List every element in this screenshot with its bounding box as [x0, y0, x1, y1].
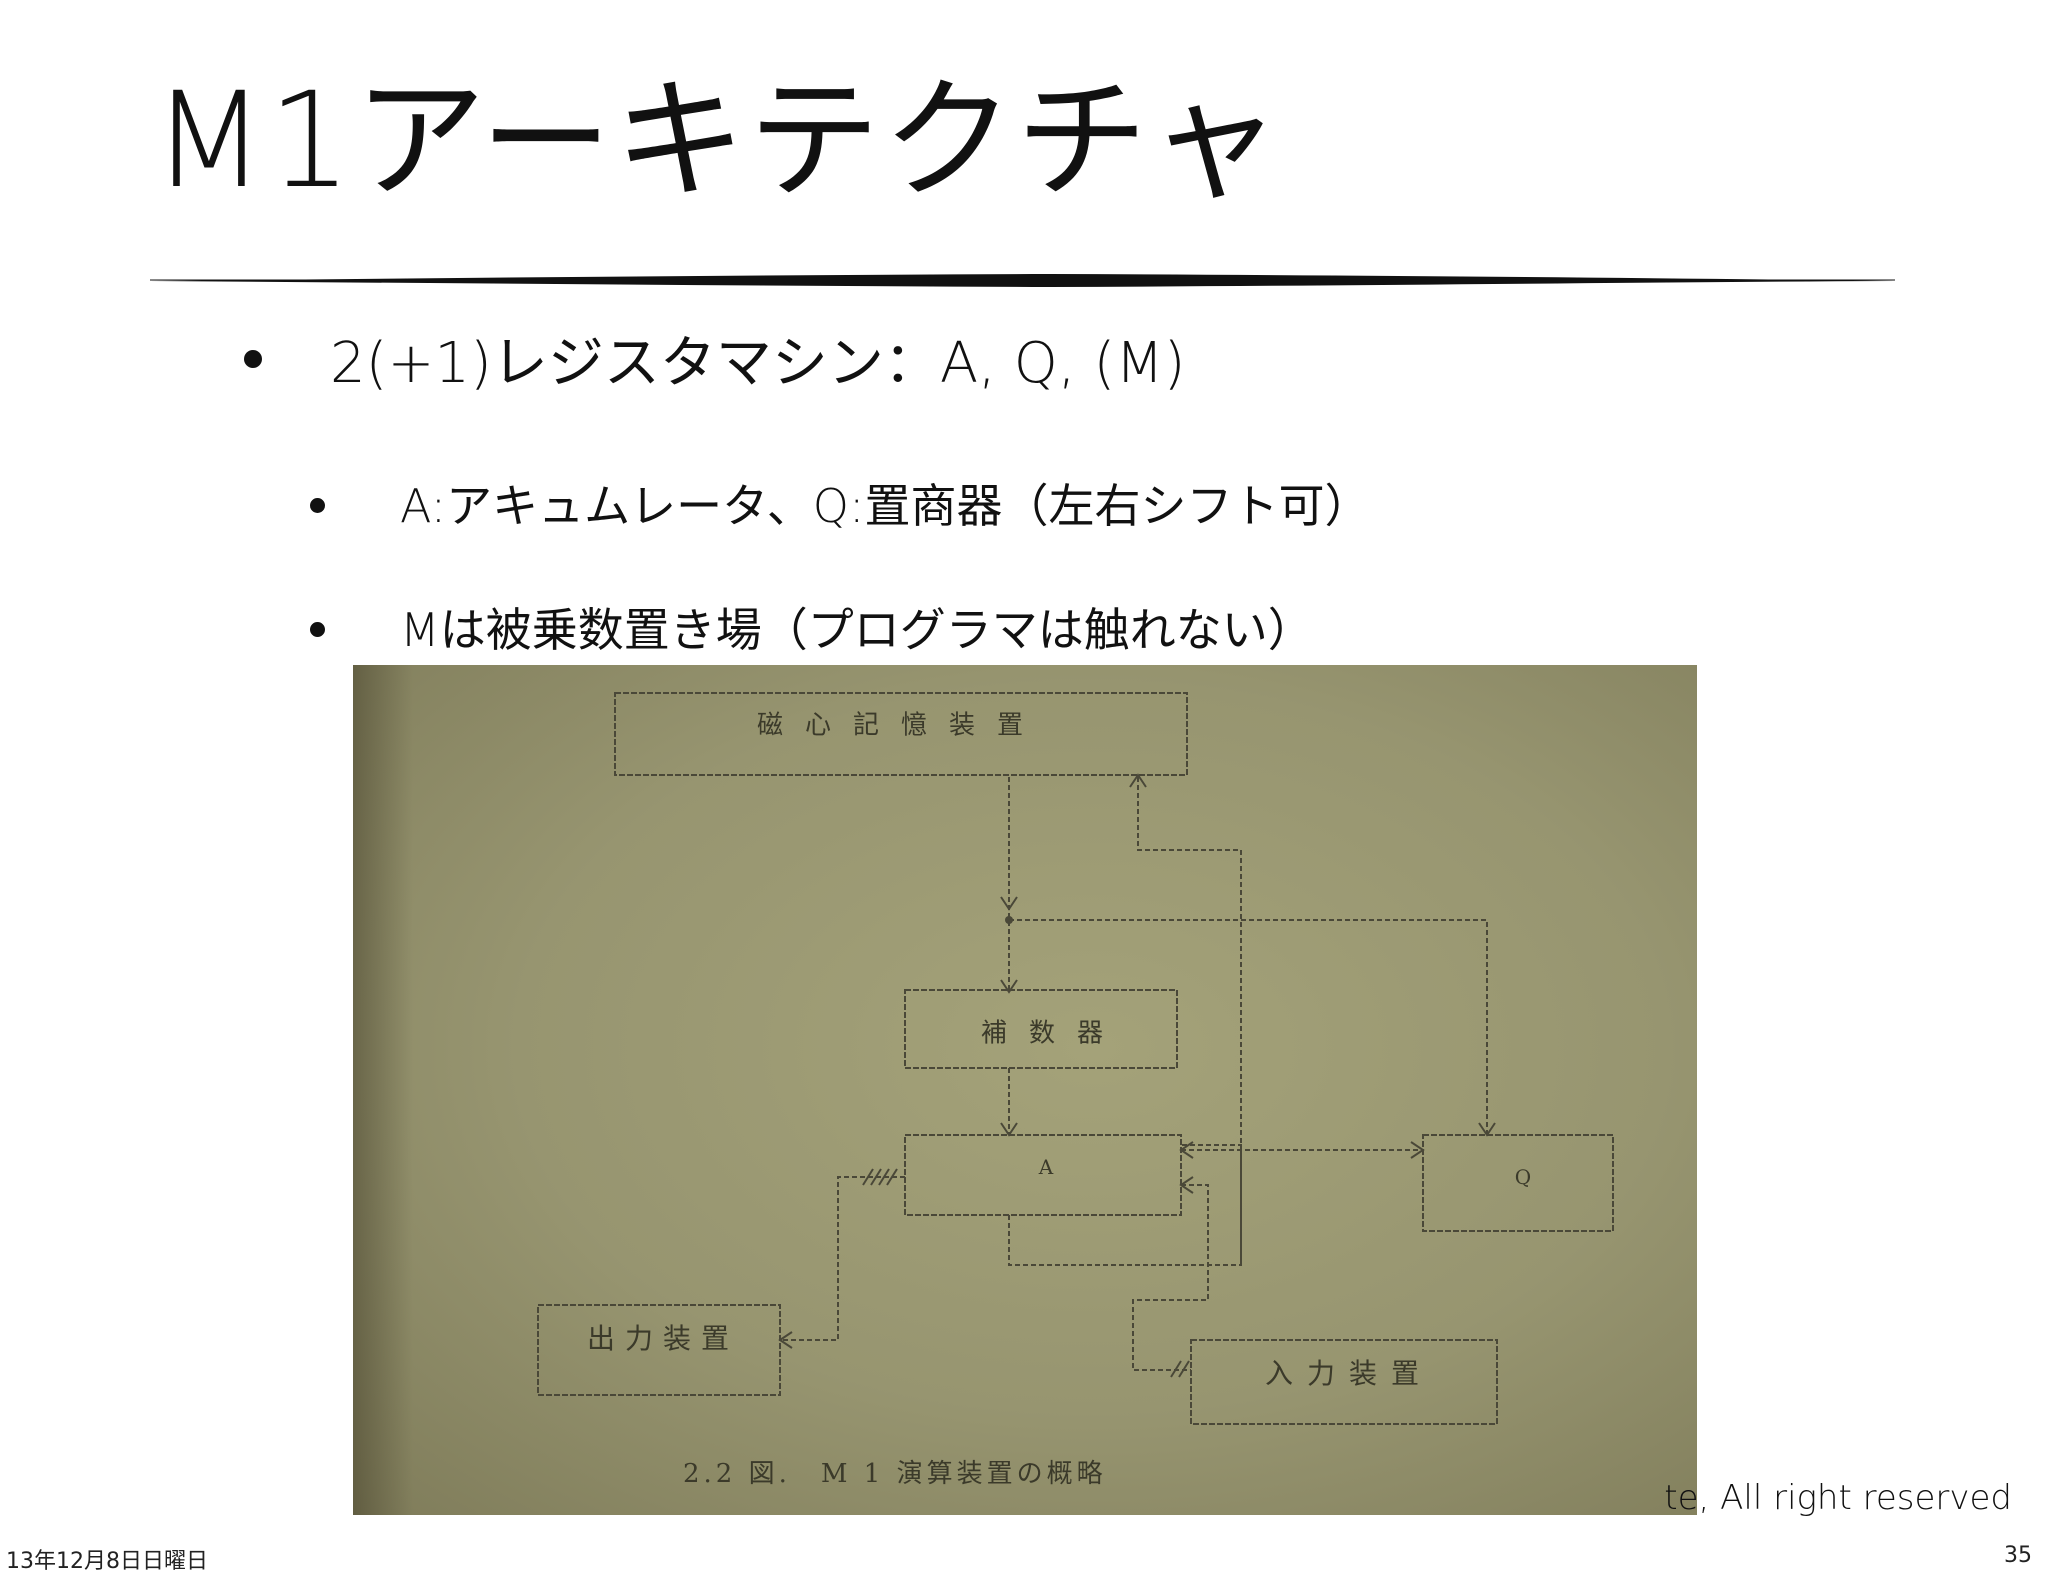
bullet-multiplicand: Mは被乗数置き場（プログラマは触れない）: [310, 594, 1314, 660]
q-register-label: Q: [1514, 1165, 1532, 1189]
bullet-dot: [244, 350, 262, 368]
bullet-dot: [310, 498, 325, 513]
input-box: [1190, 1339, 1498, 1425]
bullet-text: Mは被乗数置き場（プログラマは触れない）: [400, 603, 1314, 657]
bullet-text: 2(+1)レジスタマシン：A, Q, (M): [330, 331, 1186, 396]
page-number: 35: [2004, 1543, 2032, 1568]
a-register-label: A: [1038, 1155, 1054, 1179]
memory-label: 磁心記憶装置: [756, 710, 1046, 741]
architecture-diagram-photo: 磁心記憶装置 補数器 A Q 出力装置 入力装置 2.2 図. M 1 演算装置…: [353, 665, 1697, 1515]
figure-caption: 2.2 図. M 1 演算装置の概略: [683, 1459, 1107, 1489]
output-box: [537, 1304, 781, 1396]
slide-title: M1アーキテクチャ: [152, 64, 1283, 218]
complementer-label: 補数器: [980, 1018, 1126, 1049]
title-divider: [150, 274, 1895, 287]
output-label: 出力装置: [586, 1322, 740, 1355]
footer-date: 13年12月8日日曜日: [6, 1549, 208, 1574]
bullet-dot: [310, 622, 325, 637]
a-register-box: [904, 1134, 1182, 1216]
complementer-box: [904, 989, 1178, 1069]
input-label: 入力装置: [1264, 1357, 1434, 1390]
bullet-text: A:アキュムレータ、Q:置商器（左右シフト可）: [400, 479, 1371, 533]
copyright-notice: te, All right reserved: [1664, 1478, 2012, 1518]
diagram-lines: [537, 692, 1614, 1425]
q-register-box: [1422, 1134, 1614, 1232]
memory-box: [614, 692, 1188, 776]
bullet-accumulator: A:アキュムレータ、Q:置商器（左右シフト可）: [310, 470, 1371, 536]
bullet-register-machine: 2(+1)レジスタマシン：A, Q, (M): [244, 318, 1186, 399]
